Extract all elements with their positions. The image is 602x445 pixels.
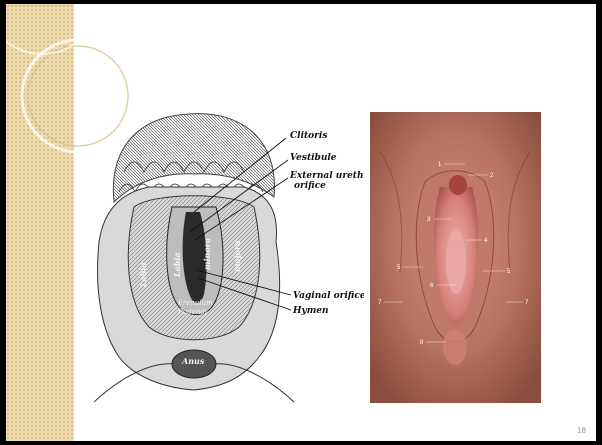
label-frenulum: Frenulum xyxy=(177,299,213,307)
label-clitoris: Clitoris xyxy=(290,131,327,141)
label-labia-left: Labia xyxy=(138,262,148,288)
slide: Clitoris Vestibule External urethral ori… xyxy=(6,4,596,441)
label-anus: Anus xyxy=(181,356,205,366)
label-minora: minora xyxy=(202,238,212,270)
label-vaginal-orifice: Vaginal orifice xyxy=(293,291,364,301)
label-orifice: orifice xyxy=(294,181,326,191)
vulva-photograph: 1 2 3 4 5 5 6 7 7 8 xyxy=(370,112,541,403)
vulva-engraving: Clitoris Vestibule External urethral ori… xyxy=(94,112,364,412)
label-external-urethral: External urethral xyxy=(289,171,364,181)
label-hymen: Hymen xyxy=(292,306,329,316)
label-majora: majora xyxy=(232,241,242,272)
photo-vestibule xyxy=(446,230,466,294)
photo-perineum xyxy=(443,329,467,365)
photo-clitoral-hood xyxy=(449,175,467,195)
label-pudendi: Pudendi xyxy=(177,308,207,316)
label-labia-inner: Labia xyxy=(172,252,182,278)
label-vestibule: Vestibule xyxy=(290,153,337,163)
slide-number: 18 xyxy=(577,426,586,435)
